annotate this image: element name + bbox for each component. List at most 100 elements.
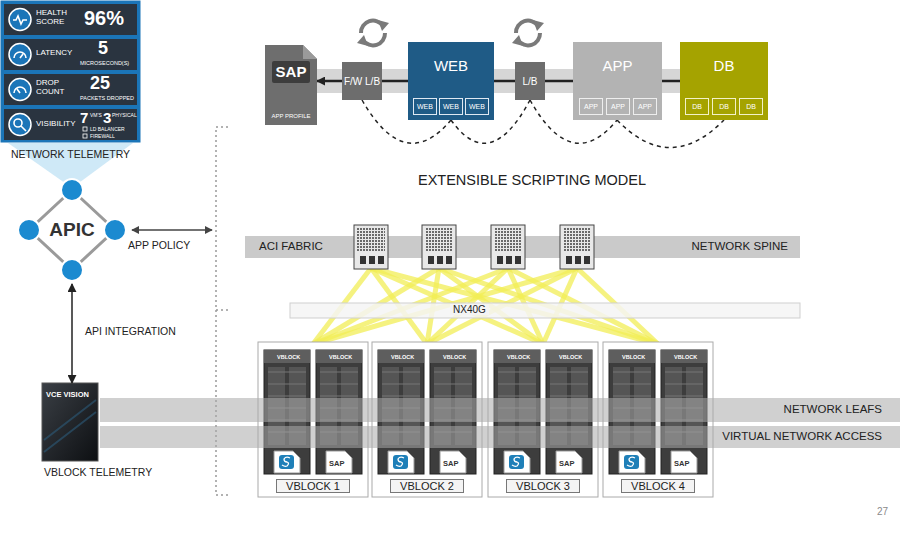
apic-icon [18,219,40,241]
app-doc-icon [274,451,300,473]
node-text: FIREWALL [90,134,115,140]
app-doc-icon [388,451,414,473]
icon-glyph [14,87,26,93]
polygon-shape [378,20,389,31]
spine-switch [422,225,456,269]
app-doc-icon [440,451,466,473]
rack-slot [550,384,588,385]
checkbox [83,134,87,138]
node-text: APP [611,103,625,111]
app-doc-icon [671,451,697,473]
sharepoint-logo [624,455,639,469]
node-text: DB [680,58,768,75]
switch-grill [494,228,522,252]
switch-port [566,256,572,264]
tier-instance: WEB [439,98,463,115]
sharepoint-glyph [512,457,520,466]
node-text: PHYSICAL [112,113,137,119]
spine-switches [354,225,594,269]
node-text: LD BALANCER [90,127,125,133]
node-text: APP [573,58,662,75]
telemetry-row: DROP COUNT25PACKETS DROPPED [4,74,137,105]
icon-caption: VBLOCK [443,354,466,360]
node-text: NX40G [450,304,489,315]
vblock-frame: VBLOCK 2 [372,342,482,497]
node-text: SAP [265,64,317,81]
icon-caption: VBLOCK [559,354,582,360]
icon-caption: SAP [674,460,689,468]
tier-instance: DB [712,98,736,115]
row-icon [9,114,31,136]
node-text: PACKETS DROPPED [80,95,134,101]
polygon-shape [512,35,523,46]
apic-diamond: APIC [17,176,127,284]
access-band [100,426,900,448]
node-text: NETWORK TELEMETRY [0,149,141,161]
leaf-band: NETWORK LEAFS [100,398,900,422]
node-text: WEB [417,103,433,111]
node-text: DB [746,103,756,111]
rack-slot [613,396,651,397]
web-tier: WEBWEBWEBWEB [408,42,494,120]
annotation: 27 [877,506,888,517]
rack-slot [268,396,306,397]
sharepoint-glyph [627,457,635,466]
tier-instance: WEB [465,98,489,115]
rack-slot [382,396,420,397]
app-doc-icon [326,451,352,473]
app-tier: APP APP APP APP [573,42,662,120]
icon-caption: SAP [329,460,344,468]
leaf-band [100,398,900,422]
sharepoint-glyph [396,457,404,466]
row-icon [9,79,31,101]
icon-caption: VBLOCK [674,354,697,360]
rack-slot [382,384,420,385]
node-text: APIC [49,220,94,241]
switch-grill [563,228,591,252]
switch-port [437,256,443,264]
rack-slot [498,396,536,397]
node-text: WEB [443,103,459,111]
tier-instance: DB [739,98,763,115]
node-text: VM'S [90,113,102,119]
spine-band: ACI FABRICNETWORK SPINE [245,236,800,258]
rack-slot [382,372,420,373]
telemetry-panel: NETWORK TELEMETRYHEALTH SCORE96%LATENCY5… [0,0,141,165]
node-text: APP [638,103,652,111]
switch-port [428,256,434,264]
node-text: NETWORK SPINE [692,240,788,253]
rack-slot [434,372,472,373]
tier-instance: APP [579,98,603,115]
checkbox [83,127,87,131]
rack-slot [434,384,472,385]
icon-caption: VBLOCK [391,354,414,360]
node-text: 7 [80,110,88,127]
annotation: APP POLICY [128,240,190,252]
vblock-frame: VBLOCK 4 [603,342,713,497]
rack-slot [320,372,358,373]
node-text: LATENCY [36,49,72,58]
rack-header [609,350,655,363]
app-doc-icon [619,451,645,473]
path-shape [617,120,724,148]
apic-icon [61,179,83,201]
tier-instance: DB [685,98,709,115]
rack-slot [665,396,703,397]
rack-slot [550,396,588,397]
node-text: VBLOCK 1 [276,479,350,493]
rack-slot [320,384,358,385]
sharepoint-logo [393,455,408,469]
app-profile-doc: SAP APP PROFILE [265,45,317,125]
node-text: APP PROFILE [265,113,317,120]
node-text: L/B [522,76,537,87]
node-text: VBLOCK 3 [506,479,580,493]
node-text: MICROSECOND(S) [80,60,129,66]
icon-caption: VBLOCK [622,354,645,360]
icon-caption: VBLOCK [507,354,530,360]
rack-header [546,350,592,363]
rack-slot [498,384,536,385]
node-text: DB [719,103,729,111]
rack-slot [613,384,651,385]
access-band: VIRTUAL NETWORK ACCESS [100,426,900,448]
